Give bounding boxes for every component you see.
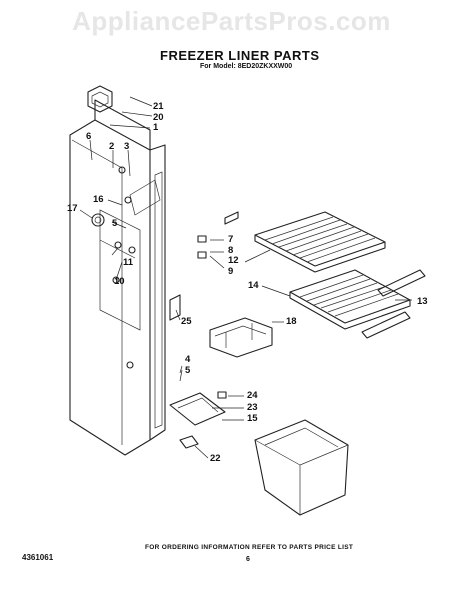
shelf-support-clips-drawing (197, 211, 239, 399)
callout-1: 1 (153, 122, 159, 133)
document-part-number: 4361061 (22, 553, 54, 562)
callout-6: 6 (86, 131, 92, 142)
watermark: AppliancePartsPros.com (72, 6, 391, 36)
callout-14: 14 (248, 280, 259, 291)
callout-2: 2 (109, 141, 115, 152)
callout-24: 24 (247, 390, 258, 401)
callout-12: 12 (228, 255, 239, 266)
callout-18: 18 (286, 316, 297, 327)
callout-20: 20 (153, 112, 164, 123)
cover-bracket-drawing (209, 317, 273, 358)
ordering-note: FOR ORDERING INFORMATION REFER TO PARTS … (145, 544, 354, 551)
callout-11: 11 (123, 257, 134, 268)
lower-wire-shelf-drawing (289, 269, 411, 330)
callout-21: 21 (153, 101, 164, 112)
callout-17: 17 (67, 203, 78, 214)
ice-bin-drawing (254, 419, 349, 516)
callout-23: 23 (247, 402, 258, 413)
diagram-title: FREEZER LINER PARTS (160, 48, 320, 63)
callout-3: 3 (124, 141, 130, 152)
callout-8: 8 (228, 245, 234, 256)
freezer-liner-drawing (69, 85, 226, 456)
callout-16: 16 (93, 194, 104, 205)
page-number: 6 (246, 556, 250, 563)
callout-25: 25 (181, 316, 192, 327)
callout-9: 9 (228, 266, 234, 277)
model-number: For Model: 8ED20ZKXXW00 (200, 63, 293, 70)
shelf-trim-strips-drawing (361, 269, 426, 339)
callout-22: 22 (210, 453, 221, 464)
upper-wire-shelf-drawing (254, 211, 386, 273)
callout-5-upper: 5 (112, 218, 118, 229)
callout-13: 13 (417, 296, 428, 307)
callout-7: 7 (228, 234, 234, 245)
callout-10: 10 (114, 276, 125, 287)
callout-15: 15 (247, 413, 258, 424)
callout-5-lower: 5 (185, 365, 191, 376)
leader-lines (79, 96, 412, 459)
callout-4: 4 (185, 354, 191, 365)
